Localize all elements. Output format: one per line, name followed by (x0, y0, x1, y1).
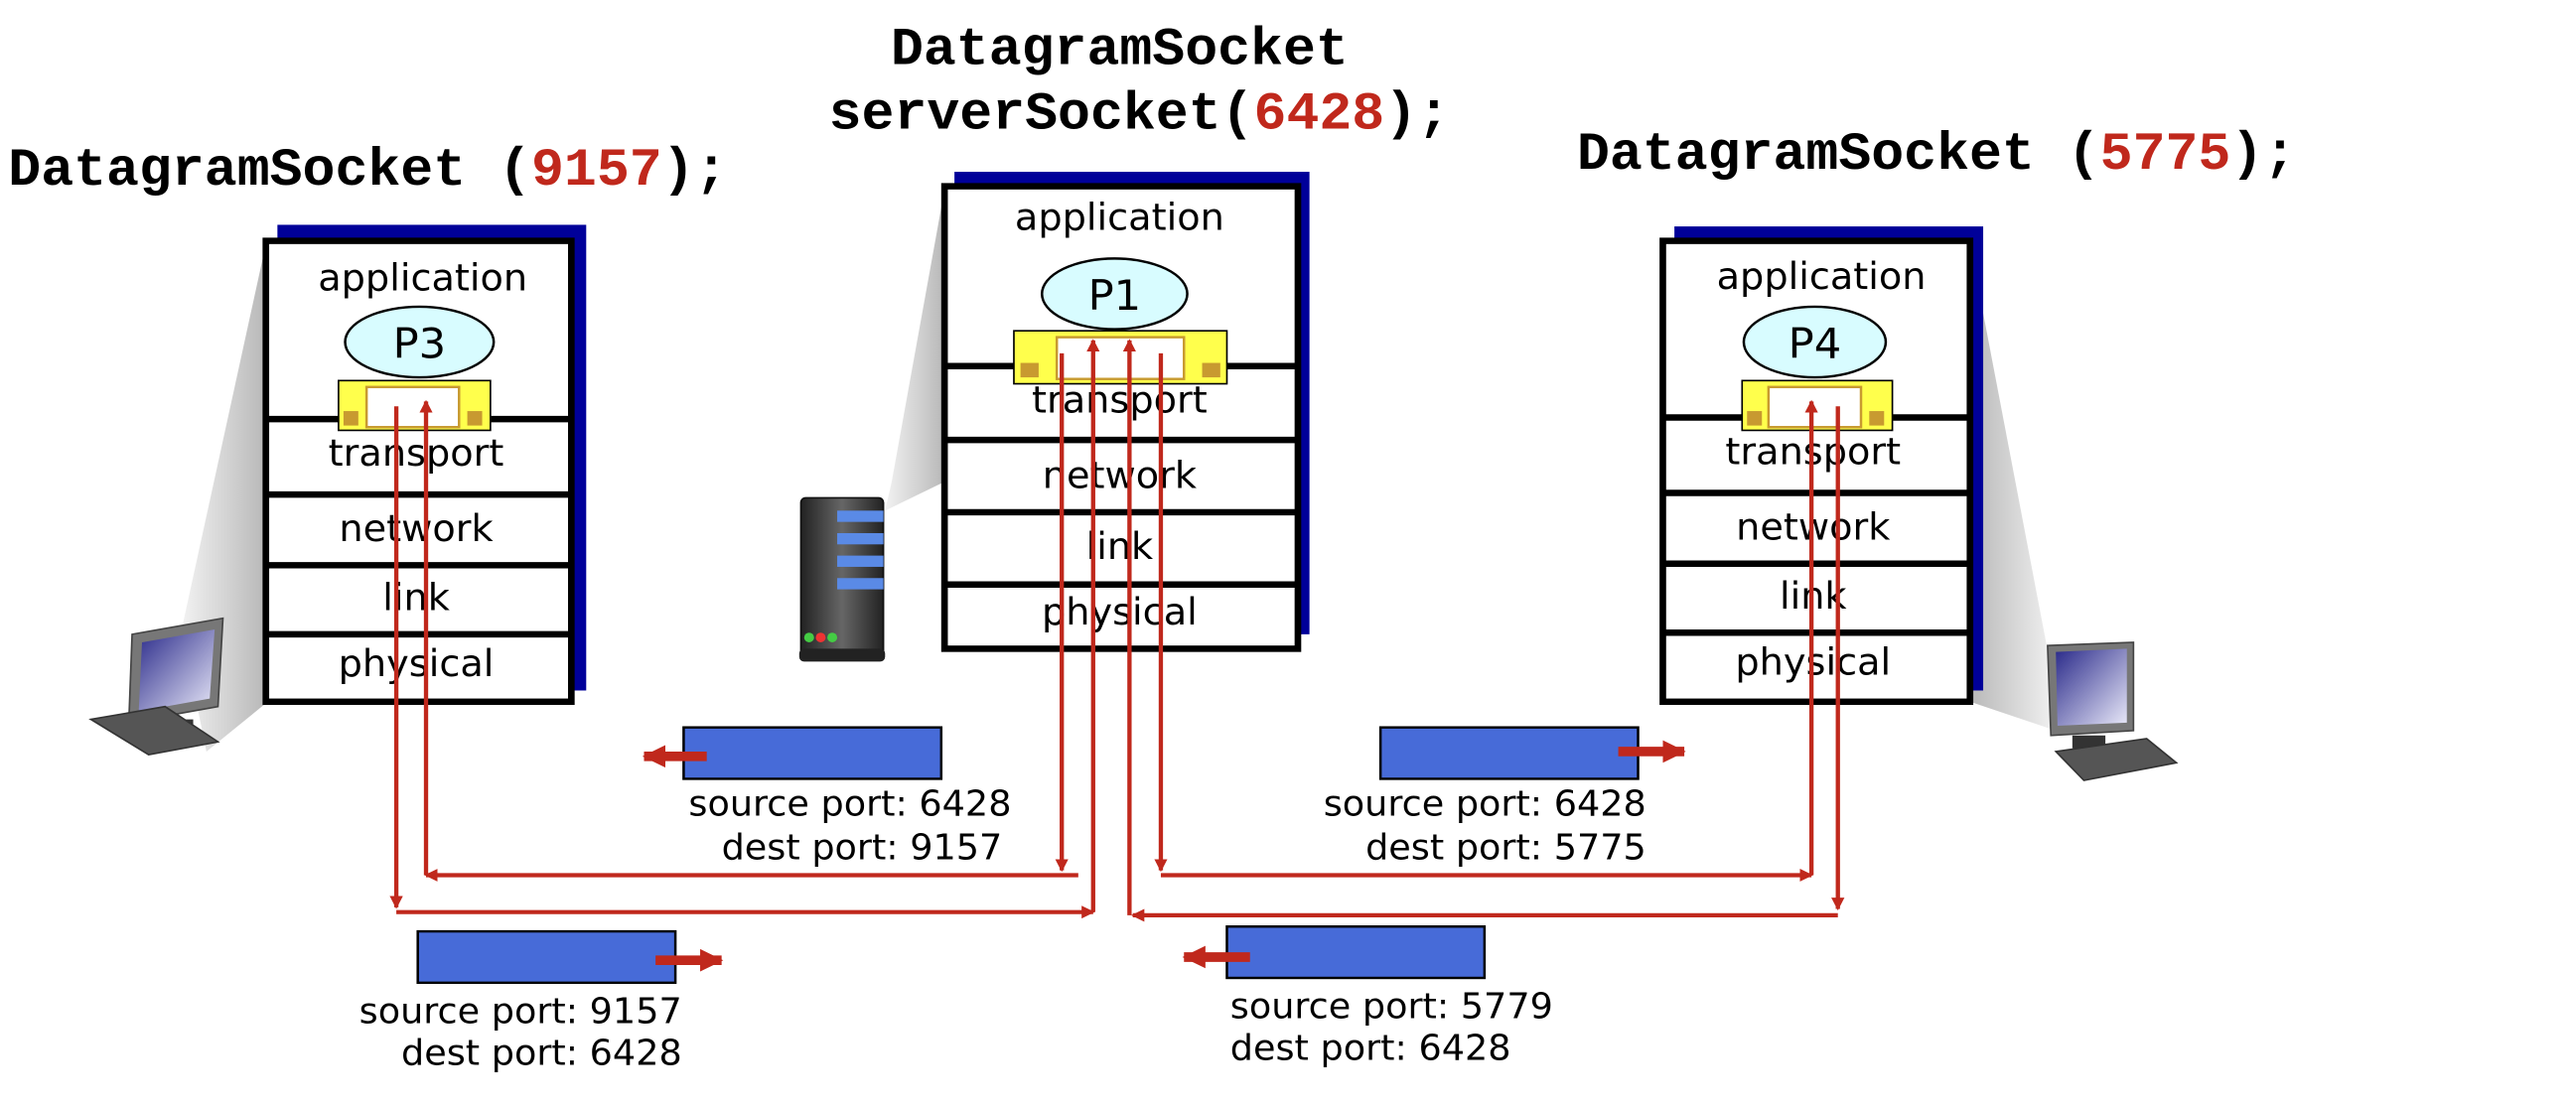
right-host-protocol-stack: application P4 transport network link ph… (1659, 226, 1984, 706)
socket-icon (1741, 379, 1894, 432)
packet-dest-port: dest port: 6428 (401, 1033, 682, 1073)
process-p1 (1040, 257, 1189, 331)
layer-physical: physical (1042, 591, 1198, 633)
server-port: 6428 (1254, 85, 1385, 145)
client-right-port: 5775 (2100, 125, 2231, 185)
packet-source-port: source port: 6428 (688, 783, 1011, 824)
process-label: P1 (1088, 272, 1142, 321)
packet-source-port: source port: 5779 (1230, 986, 1553, 1027)
packet-p4-to-server: source port: 5779 dest port: 6428 (1182, 925, 1553, 1068)
packet-dest-port: dest port: 5775 (1365, 827, 1646, 868)
server-projection (885, 189, 945, 511)
layer-link: link (382, 576, 450, 619)
layer-transport: transport (1032, 378, 1208, 421)
process-p4 (1742, 305, 1888, 379)
layer-network: network (1043, 454, 1197, 496)
packet-source-port: source port: 9157 (359, 991, 682, 1032)
client-left-port: 9157 (531, 142, 662, 202)
desktop-computer-icon (88, 617, 224, 757)
layer-application: application (1717, 255, 1927, 298)
packet-dest-port: dest port: 6428 (1230, 1028, 1511, 1068)
layer-network: network (339, 507, 493, 550)
client-left-socket-title: DatagramSocket (9157); (8, 142, 727, 202)
layer-application: application (1015, 196, 1224, 238)
packet-dest-port: dest port: 9157 (722, 827, 1003, 868)
server-protocol-stack: application P1 transport network link ph… (940, 172, 1310, 652)
packet-server-to-p4: source port: 6428 dest port: 5775 (1324, 726, 1686, 868)
right-host-projection (1969, 243, 2057, 731)
socket-icon (338, 379, 492, 432)
socket-icon (1013, 330, 1228, 385)
server-socket-title-line2: serverSocket(6428); (829, 85, 1450, 145)
packet-server-to-p3: source port: 6428 dest port: 9157 (642, 726, 1011, 868)
packet-source-port: source port: 6428 (1324, 783, 1646, 824)
layer-link: link (1086, 524, 1154, 567)
layer-application: application (318, 256, 527, 299)
left-host-protocol-stack: application P3 transport network link ph… (262, 224, 587, 706)
process-label: P3 (393, 320, 447, 368)
server-icon (798, 496, 886, 662)
packet-p3-to-server: source port: 9157 dest port: 6428 (359, 929, 724, 1073)
client-right-socket-title: DatagramSocket (5775); (1577, 125, 2296, 185)
layer-physical: physical (339, 641, 495, 684)
datagram-flow-paths (389, 339, 1845, 922)
layer-transport: transport (329, 432, 504, 475)
server-socket-title-line1: DatagramSocket (891, 21, 1349, 80)
process-p3 (344, 305, 496, 379)
desktop-computer-icon (2047, 641, 2179, 781)
process-label: P4 (1789, 320, 1842, 368)
